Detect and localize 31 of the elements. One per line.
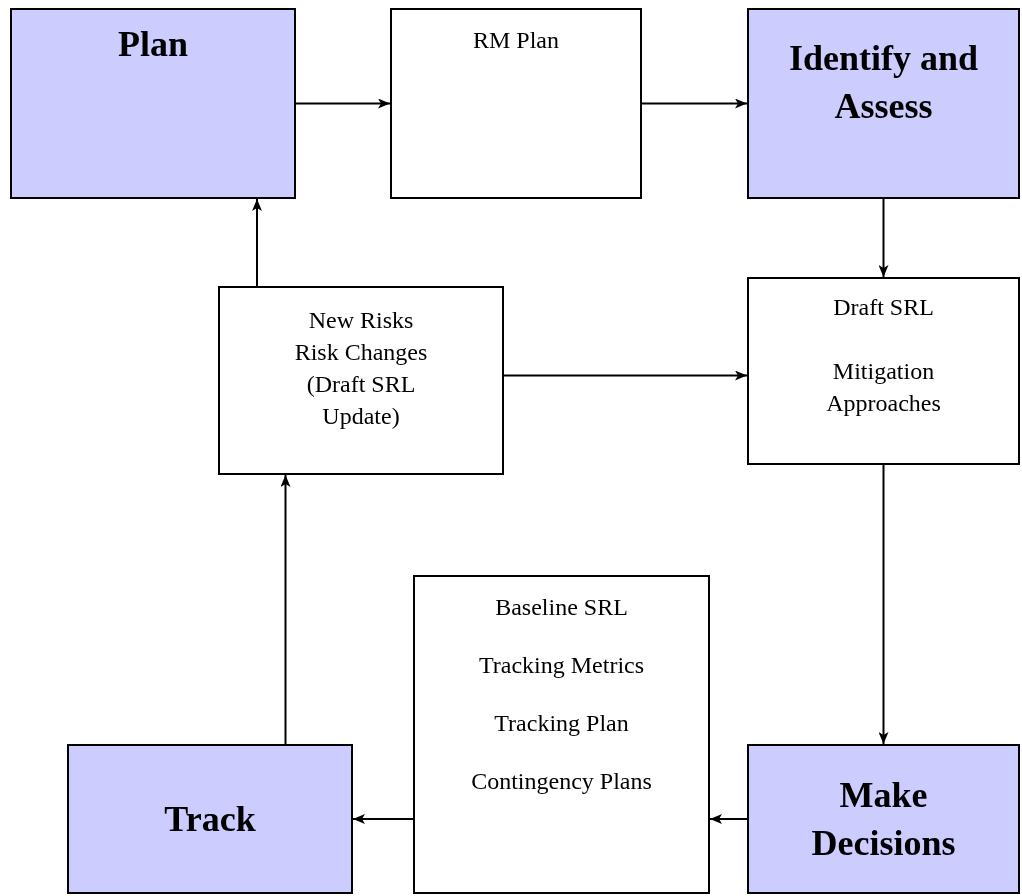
arrow [641, 98, 748, 109]
box-text: New Risks [308, 306, 414, 335]
box-text: RM Plan [473, 26, 559, 55]
arrow [709, 814, 748, 824]
artifact-box [390, 8, 642, 199]
arrow [878, 198, 889, 278]
process-box [67, 744, 353, 894]
process-box [747, 744, 1020, 894]
process-box [747, 8, 1020, 199]
box-text: Track [164, 798, 256, 841]
box-text: Contingency Plans [471, 767, 652, 796]
box-text: Tracking Metrics [478, 651, 645, 680]
artifact-box [747, 277, 1020, 465]
process-box [10, 8, 296, 199]
arrow [503, 370, 748, 381]
artifact-box [413, 575, 710, 894]
box-text: Draft SRL [833, 293, 934, 322]
artifact-box [218, 286, 504, 475]
box-text: Tracking Plan [494, 709, 629, 738]
box-text: Identify and Assess [787, 37, 980, 128]
arrow [878, 464, 889, 745]
arrow [295, 98, 391, 109]
box-text: Risk Changes [294, 338, 428, 367]
box-text: Plan [118, 23, 188, 66]
box-text: Make Decisions [810, 774, 957, 865]
arrow [280, 474, 291, 745]
arrow [352, 814, 414, 824]
arrow [252, 198, 262, 287]
box-text: Mitigation Approaches [825, 357, 942, 418]
box-text: Baseline SRL [495, 593, 628, 622]
box-text: (Draft SRL Update) [305, 370, 417, 431]
